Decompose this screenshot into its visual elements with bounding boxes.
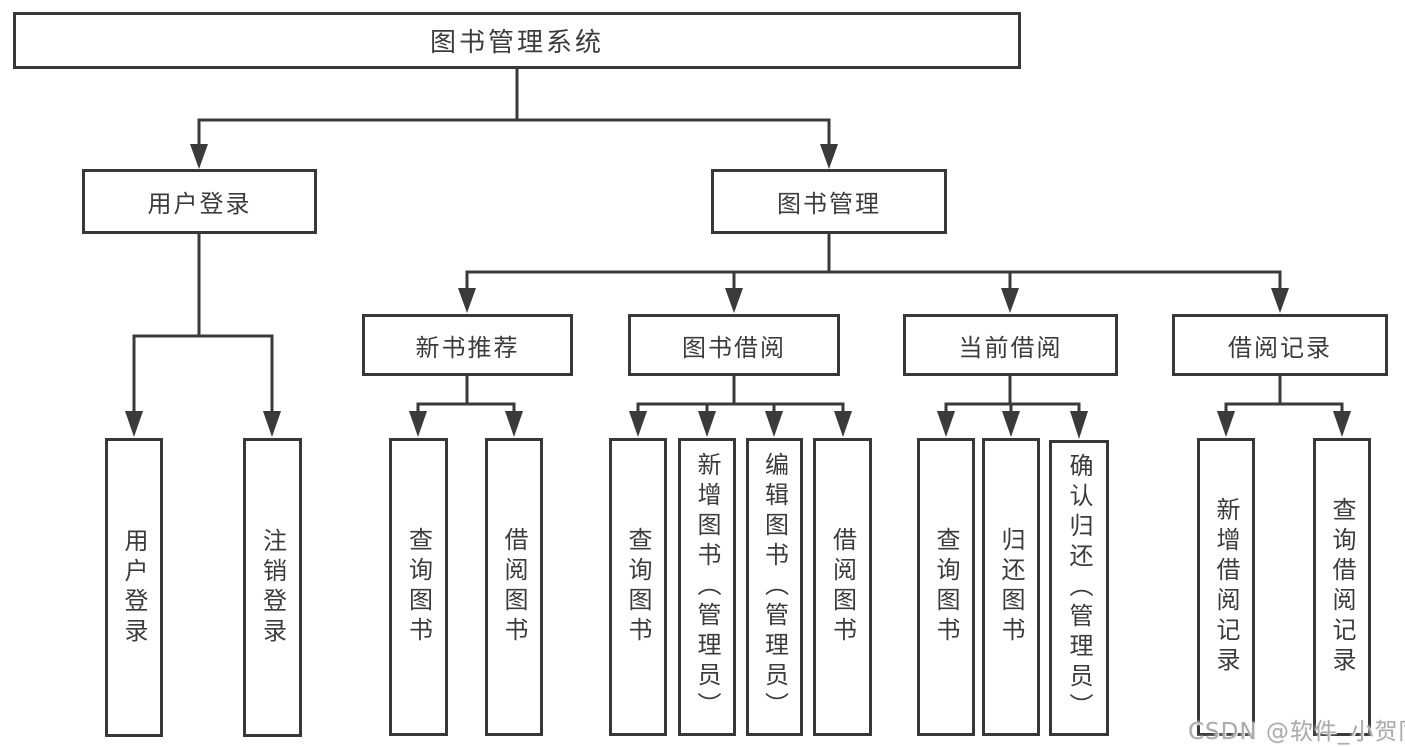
leaf-user-login: 用户登录: [105, 438, 163, 737]
leaf-cb-return-book-label: 归还图书: [997, 527, 1025, 647]
node-root: 图书管理系统: [13, 12, 1021, 69]
leaf-bb-borrow-book-label: 借阅图书: [828, 527, 857, 647]
node-user-login-group-label: 用户登录: [147, 190, 252, 218]
node-book-borrowing: 图书借阅: [628, 314, 840, 376]
node-current-borrowing-label: 当前借阅: [958, 333, 1063, 362]
leaf-bb-edit-book-admin: 编辑图书（管理员）: [746, 438, 803, 736]
connector-newbook-branch: [409, 376, 523, 437]
node-book-management: 图书管理: [711, 169, 947, 234]
leaf-cb-query-book-label: 查询图书: [932, 527, 960, 647]
leaf-logout-label: 注销登录: [258, 527, 287, 648]
node-new-book-recommendation-label: 新书推荐: [415, 333, 520, 362]
connector-root-to-level2: [190, 68, 838, 169]
node-borrowing-records: 借阅记录: [1172, 314, 1388, 376]
node-borrowing-records-label: 借阅记录: [1228, 333, 1332, 362]
leaf-bb-query-book-label: 查询图书: [624, 527, 652, 647]
leaf-br-add-record-label: 新增借阅记录: [1212, 497, 1240, 677]
leaf-br-query-record: 查询借阅记录: [1313, 438, 1371, 736]
leaf-user-login-label: 用户登录: [120, 527, 148, 648]
node-current-borrowing: 当前借阅: [903, 314, 1118, 376]
node-new-book-recommendation: 新书推荐: [362, 314, 573, 376]
leaf-cb-query-book: 查询图书: [917, 438, 975, 736]
connector-borrowing-branch: [629, 376, 852, 437]
leaf-br-add-record: 新增借阅记录: [1197, 438, 1255, 736]
csdn-watermark: CSDN @软件_小贺同学: [1188, 719, 1405, 745]
node-user-login-group: 用户登录: [82, 169, 317, 234]
leaf-nbr-query-book: 查询图书: [389, 438, 448, 736]
leaf-nbr-borrow-book: 借阅图书: [485, 438, 543, 736]
leaf-cb-confirm-return-admin: 确认归还（管理员）: [1049, 440, 1109, 736]
leaf-bb-add-book-admin: 新增图书（管理员）: [678, 438, 736, 736]
leaf-bb-edit-book-admin-label: 编辑图书（管理员）: [760, 452, 789, 722]
leaf-bb-add-book-admin-label: 新增图书（管理员）: [693, 452, 721, 722]
node-book-borrowing-label: 图书借阅: [682, 333, 786, 362]
connector-records-branch: [1217, 376, 1351, 437]
connector-login-branch: [125, 233, 281, 437]
leaf-cb-return-book: 归还图书: [982, 438, 1040, 736]
node-root-label: 图书管理系统: [429, 28, 604, 58]
leaf-nbr-query-book-label: 查询图书: [404, 527, 433, 647]
node-book-management-label: 图书管理: [777, 190, 881, 218]
leaf-br-query-record-label: 查询借阅记录: [1328, 497, 1356, 677]
leaf-cb-confirm-return-admin-label: 确认归还（管理员）: [1065, 453, 1093, 723]
connector-current-branch: [937, 376, 1088, 439]
leaf-nbr-borrow-book-label: 借阅图书: [500, 527, 528, 647]
leaf-bb-borrow-book: 借阅图书: [813, 438, 872, 736]
connector-bookmgmt-to-level3: [458, 234, 1289, 313]
leaf-logout: 注销登录: [243, 438, 302, 737]
leaf-bb-query-book: 查询图书: [609, 438, 667, 736]
